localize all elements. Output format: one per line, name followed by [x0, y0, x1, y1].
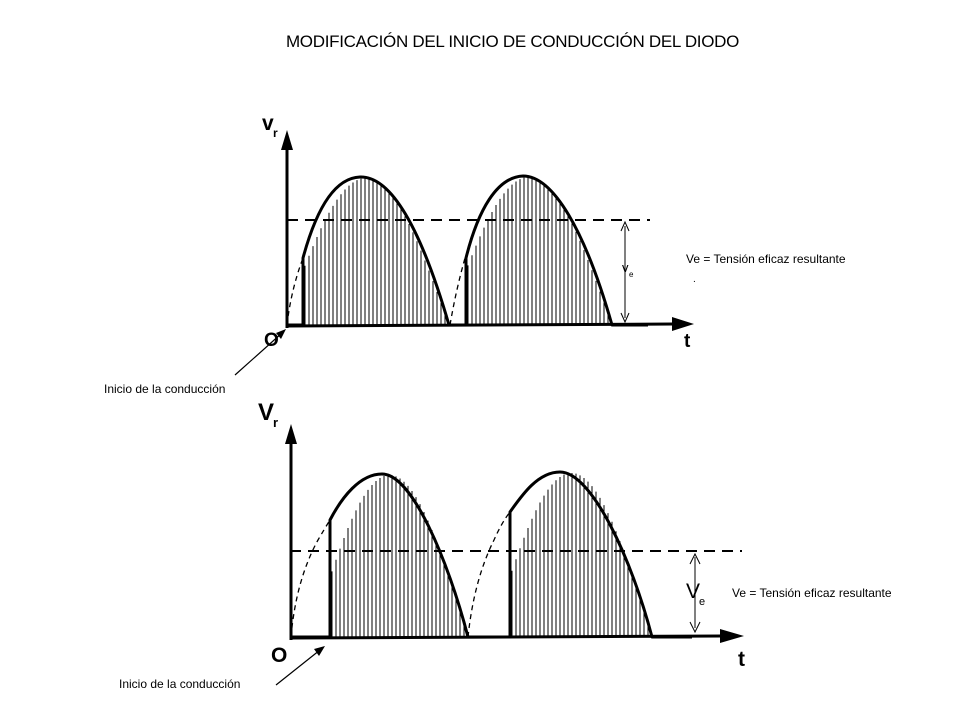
bottom-pointer-caption: Inicio de la conducción [119, 677, 241, 691]
bottom-origin-label: O [271, 644, 287, 667]
top-ve-subscript: e [629, 270, 634, 279]
top-dashed-arc-2 [449, 257, 466, 326]
bottom-ve-subscript: e [699, 596, 705, 608]
stray-mark: . [693, 274, 696, 285]
top-x-axis-label: t [684, 331, 691, 352]
top-y-axis-subscript: r [273, 126, 278, 140]
bottom-legend-note: Ve = Tensión eficaz resultante [732, 586, 892, 600]
top-pointer-arrow [234, 332, 283, 376]
top-ve-arrow-down [620, 312, 630, 324]
bottom-pointer-arrow [275, 649, 321, 686]
slide-title: MODIFICACIÓN DEL INICIO DE CONDUCCIÓN DE… [285, 32, 740, 51]
bottom-hatch [331, 473, 649, 637]
bottom-ve-arrow-down [689, 621, 701, 634]
top-pointer-caption: Inicio de la conducción [104, 382, 226, 396]
bottom-x-axis-arrow [720, 629, 744, 643]
top-x-axis-arrow [672, 317, 694, 331]
bottom-x-axis-label: t [738, 648, 745, 671]
top-pointer-arrowhead [276, 329, 286, 339]
bottom-ve-arrow-up [689, 552, 701, 565]
top-legend-note: Ve = Tensión eficaz resultante [686, 252, 846, 266]
top-x-axis [286, 322, 675, 328]
bottom-x-axis [290, 634, 723, 640]
bottom-y-axis-label: V [258, 399, 274, 426]
top-y-axis-arrow [281, 130, 293, 150]
bottom-y-axis-subscript: r [273, 415, 278, 430]
bottom-y-axis-arrow [285, 424, 297, 444]
bottom-dashed-arc-1 [290, 519, 331, 638]
top-y-axis-label: v [262, 112, 274, 135]
bottom-diagram: V r O t V e [258, 399, 745, 686]
bottom-dashed-arc-2 [467, 511, 511, 638]
top-diagram: v r O t v e [234, 112, 694, 376]
bottom-ve-label: V [686, 580, 700, 603]
top-dashed-arc-1 [286, 257, 304, 326]
top-ve-arrow-up [620, 220, 630, 232]
bottom-pointer-arrowhead [314, 646, 325, 656]
top-hatch [304, 177, 609, 325]
top-ve-label: v [622, 260, 629, 275]
